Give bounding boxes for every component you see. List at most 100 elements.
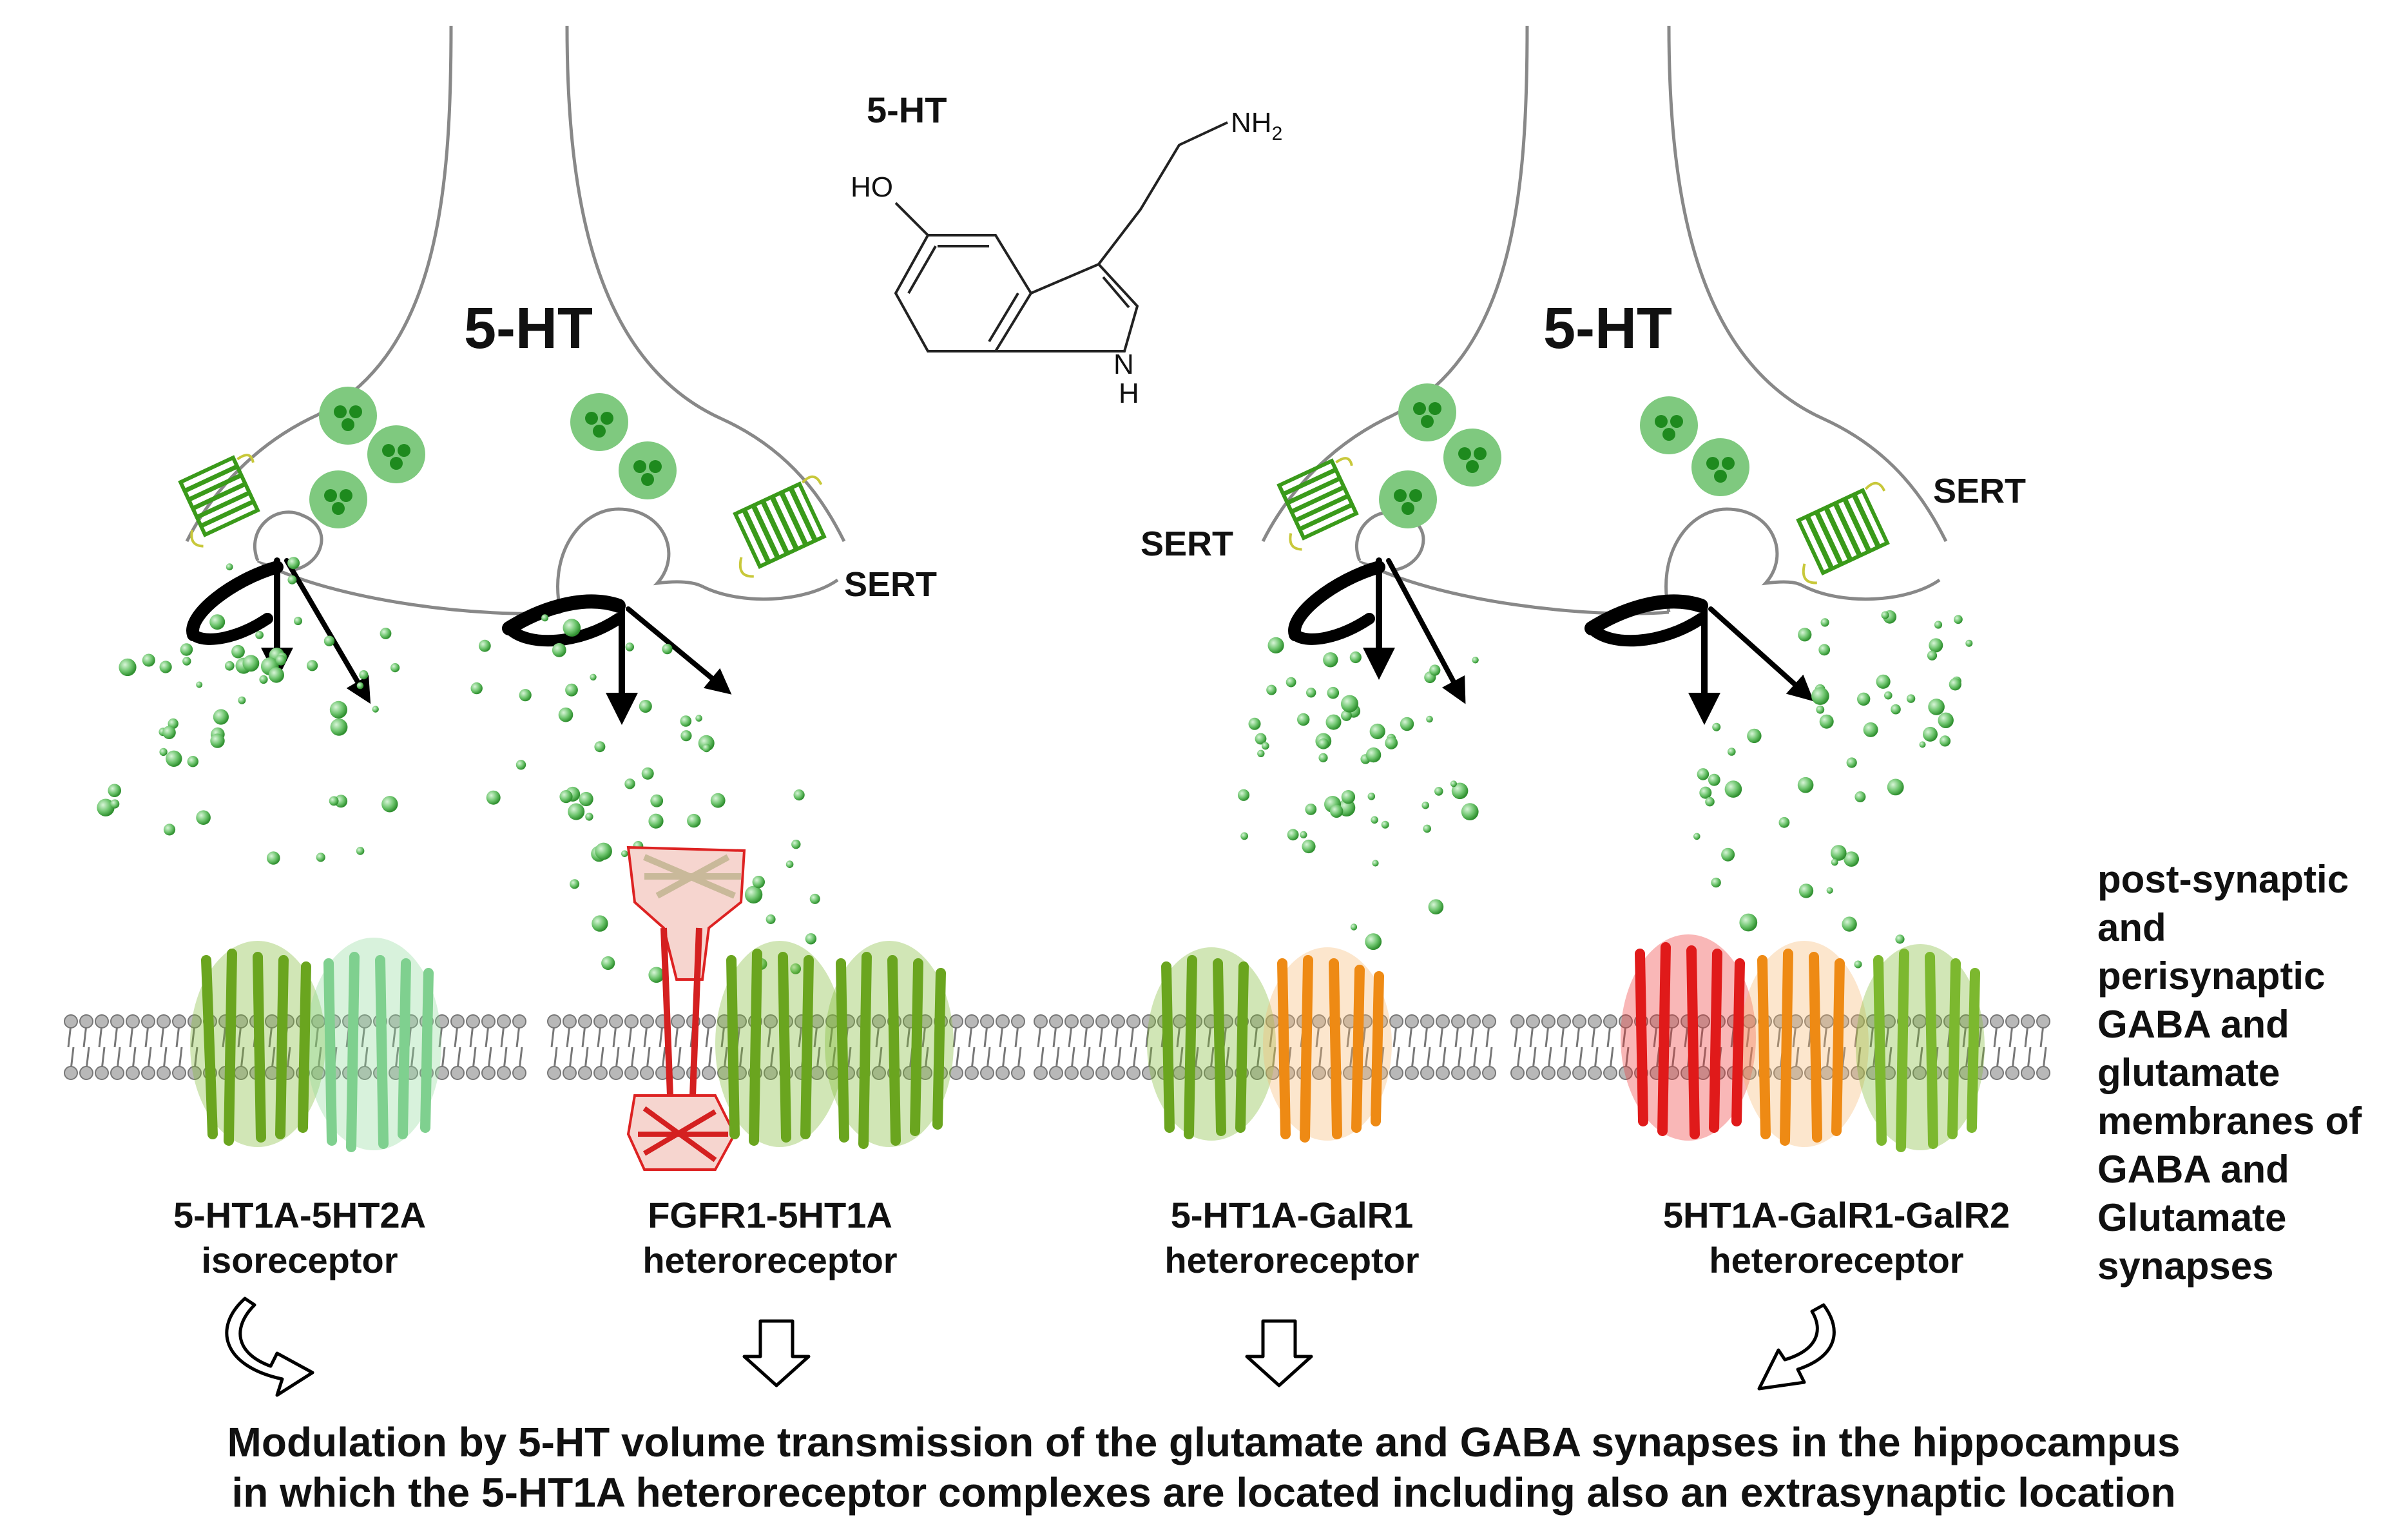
curved-arrow-right xyxy=(1757,1303,1836,1391)
serotonin-particle xyxy=(1305,804,1317,815)
serotonin-particle xyxy=(1267,637,1284,654)
serotonin-particle xyxy=(625,642,634,652)
sert-label-left: SERT xyxy=(844,565,937,604)
serotonin-particle xyxy=(687,813,701,828)
terminal-left-title: 5-HT xyxy=(464,296,593,361)
serotonin-particle xyxy=(1367,793,1376,800)
receptor-labels: 5-HT1A-5HT2A isoreceptor FGFR1-5HT1A het… xyxy=(173,1195,2010,1280)
molecule-bonds xyxy=(894,121,1228,352)
serotonin-particle xyxy=(1318,753,1328,762)
serotonin-particle xyxy=(1472,657,1479,664)
sert-transporter-2 xyxy=(733,475,827,578)
serotonin-particle xyxy=(1798,883,1814,898)
conclusion-line-1: Modulation by 5-HT volume transmission o… xyxy=(227,1419,2181,1465)
curved-arrow-left xyxy=(225,1297,314,1397)
serotonin-particle xyxy=(1240,832,1248,840)
serotonin-particle xyxy=(182,657,191,666)
serotonin-particle xyxy=(1816,705,1825,714)
serotonin-particle xyxy=(1369,723,1385,740)
serotonin-particle xyxy=(639,700,652,713)
serotonin-particle xyxy=(594,741,606,753)
serotonin-particle xyxy=(1697,768,1710,780)
receptor-1-type: isoreceptor xyxy=(202,1240,398,1280)
serotonin-particle xyxy=(380,628,392,639)
serotonin-particle xyxy=(1450,780,1457,787)
serotonin-particle xyxy=(1434,787,1443,796)
serotonin-particle xyxy=(213,709,229,725)
serotonin-particle xyxy=(695,715,702,722)
serotonin-particle xyxy=(1261,742,1269,750)
serotonin-particle xyxy=(356,847,365,855)
serotonin-particle xyxy=(97,798,115,816)
serotonin-particle xyxy=(1811,687,1829,705)
serotonin-particle xyxy=(662,644,673,655)
serotonin-particle xyxy=(1371,816,1378,824)
serotonin-particle xyxy=(268,667,284,683)
receptor-2-type: heteroreceptor xyxy=(642,1240,897,1280)
serotonin-particle xyxy=(470,682,483,695)
serotonin-particle xyxy=(1255,733,1267,745)
receptor-3-type: heteroreceptor xyxy=(1164,1240,1419,1280)
serotonin-particle xyxy=(231,644,245,659)
serotonin-particle xyxy=(1724,780,1742,798)
serotonin-particle xyxy=(641,767,654,780)
serotonin-particle xyxy=(1891,704,1901,715)
molecule-title: 5-HT xyxy=(867,90,947,130)
serotonin-particle xyxy=(595,842,612,860)
serotonin-particle xyxy=(1854,960,1862,969)
serotonin-particle xyxy=(1728,748,1736,756)
serotonin-particle xyxy=(1385,737,1398,749)
serotonin-particle xyxy=(515,760,526,770)
serotonin-particle xyxy=(1747,728,1762,744)
sert-label-right-outer: SERT xyxy=(1933,472,2026,510)
serotonin-particle xyxy=(1820,618,1829,627)
serotonin-particle xyxy=(267,851,280,865)
vesicle xyxy=(619,441,677,499)
serotonin-particle xyxy=(1927,650,1938,661)
receptor-complex-1 xyxy=(190,938,441,1152)
serotonin-particle xyxy=(1302,839,1316,854)
serotonin-particle xyxy=(1826,887,1833,894)
serotonin-particle xyxy=(519,689,532,702)
serotonin-particle xyxy=(390,663,400,673)
serotonin-particle xyxy=(1895,934,1905,944)
serotonin-particle xyxy=(1423,824,1431,833)
serotonin-particle xyxy=(648,967,664,983)
serotonin-particle xyxy=(790,963,802,974)
serotonin-particle xyxy=(224,661,235,671)
serotonin-particle xyxy=(1699,786,1712,799)
serotonin-particle xyxy=(1831,858,1838,866)
sert-transporter-4 xyxy=(1796,481,1890,584)
serotonin-particle xyxy=(163,824,176,836)
serotonin-particle xyxy=(1257,749,1265,758)
serotonin-particle xyxy=(1949,678,1961,691)
serotonin-particle xyxy=(1372,860,1379,867)
serotonin-particle xyxy=(1928,699,1945,715)
serotonin-particle xyxy=(1248,717,1261,730)
serotonin-particle xyxy=(162,726,176,739)
sert-label-right-inner: SERT xyxy=(1141,525,1233,563)
serotonin-particle xyxy=(1341,710,1352,721)
serotonin-particle xyxy=(1919,741,1926,748)
serotonin-particle xyxy=(196,681,203,688)
serotonin-particle xyxy=(1381,820,1389,829)
serotonin-particle xyxy=(1708,773,1720,786)
serotonin-particle xyxy=(585,813,593,821)
serotonin-particle xyxy=(196,810,211,825)
vesicle xyxy=(1691,438,1749,496)
serotonin-particle xyxy=(791,840,801,849)
serotonin-particle xyxy=(785,860,794,868)
serotonin-particle xyxy=(1954,615,1963,624)
vesicle xyxy=(367,425,425,483)
conclusion-line-2: in which the 5-HT1A heteroreceptor compl… xyxy=(231,1469,2175,1516)
serotonin-particle xyxy=(142,653,155,667)
serotonin-particle xyxy=(624,778,635,789)
serotonin-particle xyxy=(1350,923,1358,931)
down-arrow-2 xyxy=(742,1319,811,1387)
vesicle xyxy=(1640,396,1698,454)
serotonin-structure: 5-HT HO NH2 N H xyxy=(851,90,1282,409)
serotonin-particle xyxy=(565,683,578,697)
serotonin-particle xyxy=(1237,789,1250,801)
serotonin-particle xyxy=(1876,674,1891,689)
